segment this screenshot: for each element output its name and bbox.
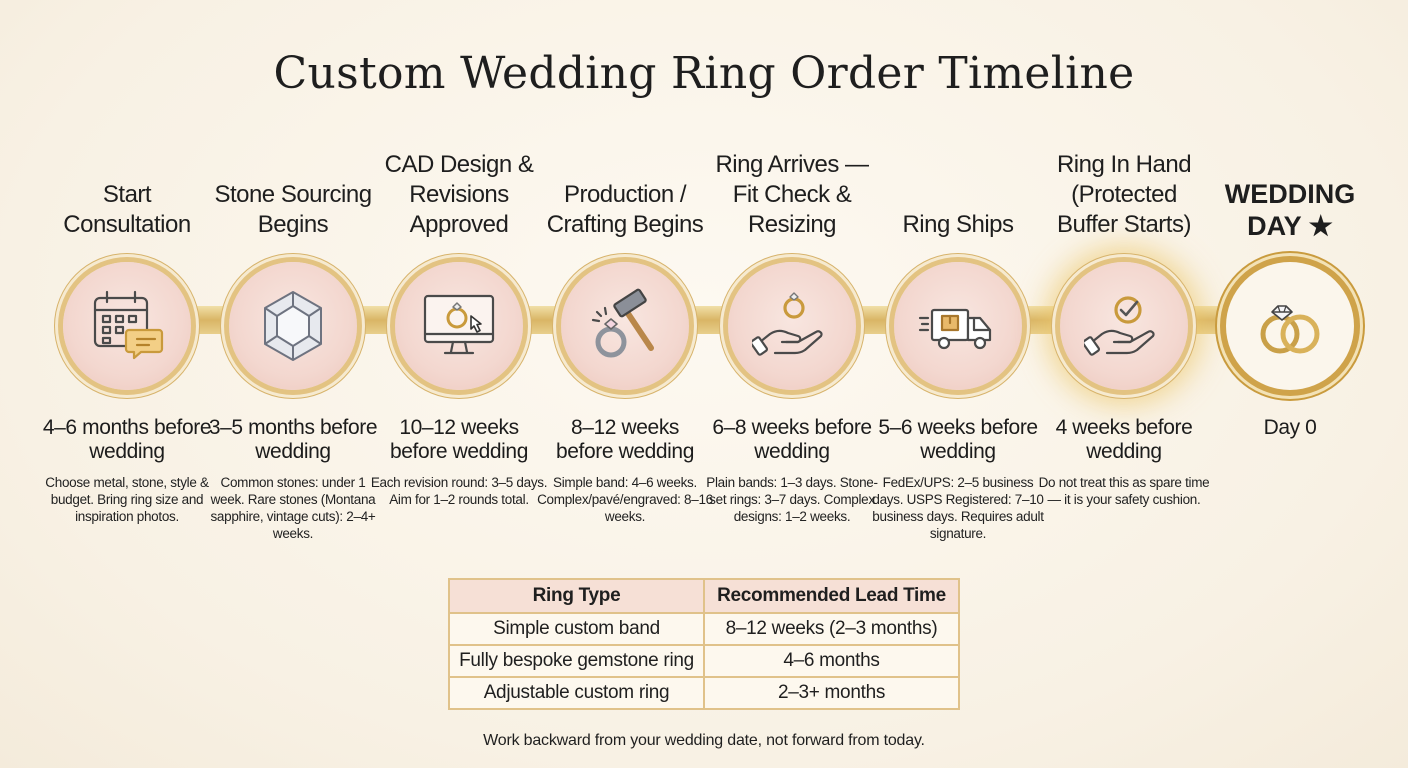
step-timing: 8–12 weeks before wedding xyxy=(555,416,694,463)
step-label: WEDDING DAY ★ xyxy=(1224,179,1356,241)
step-icon-circle xyxy=(395,262,523,390)
table-cell: 4–6 months xyxy=(703,644,960,678)
table-row: Fully bespoke gemstone ring 4–6 months xyxy=(448,644,960,678)
page-title: Custom Wedding Ring Order Timeline xyxy=(273,48,1135,99)
step-timing: 3–5 months before wedding xyxy=(208,416,378,463)
step-description: FedEx/UPS: 2–5 business days. USPS Regis… xyxy=(872,475,1044,541)
wedding-rings-icon xyxy=(1260,305,1320,354)
table-row: Simple custom band 8–12 weeks (2–3 month… xyxy=(448,612,960,646)
table-row: Adjustable custom ring 2–3+ months xyxy=(448,676,960,710)
step-description: Simple band: 4–6 weeks. Complex/pavé/eng… xyxy=(537,475,713,524)
lead-time-table: Ring Type Recommended Lead Time Simple c… xyxy=(448,578,960,710)
table-cell: 8–12 weeks (2–3 months) xyxy=(703,612,960,646)
step-icon-circle xyxy=(561,262,689,390)
table-header: Recommended Lead Time xyxy=(703,578,960,614)
step-icon-circle xyxy=(1226,262,1354,390)
step-timing: 4 weeks before wedding xyxy=(1055,416,1193,463)
gemstone-icon xyxy=(264,291,322,361)
monitor-ring-icon xyxy=(423,294,495,355)
step-timing: 5–6 weeks before wedding xyxy=(878,416,1038,463)
step-description: Do not treat this as spare time — it is … xyxy=(1038,475,1210,507)
footnote: Work backward from your wedding date, no… xyxy=(483,732,925,749)
table-cell: Simple custom band xyxy=(448,612,705,646)
table-header: Ring Type xyxy=(448,578,705,614)
hand-check-icon xyxy=(1084,296,1155,356)
step-label: Ring Ships xyxy=(902,211,1014,238)
step-description: Plain bands: 1–3 days. Stone-set rings: … xyxy=(706,475,878,524)
table-cell: Fully bespoke gemstone ring xyxy=(448,644,705,678)
step-icon-circle xyxy=(1060,262,1188,390)
step-icon-circle xyxy=(229,262,357,390)
step-label: Stone Sourcing Begins xyxy=(214,181,372,238)
table-cell: Adjustable custom ring xyxy=(448,676,705,710)
step-label: Production / Crafting Begins xyxy=(546,181,704,238)
step-description: Each revision round: 3–5 days. Aim for 1… xyxy=(370,475,548,507)
step-label: Ring In Hand (Protected Buffer Starts) xyxy=(1056,151,1192,238)
step-description: Common stones: under 1 week. Rare stones… xyxy=(210,475,376,541)
step-icon-circle xyxy=(728,262,856,390)
calendar-chat-icon xyxy=(93,290,164,360)
step-label: CAD Design & Revisions Approved xyxy=(384,151,534,238)
hand-ring-icon xyxy=(752,292,823,356)
step-timing: 6–8 weeks before wedding xyxy=(712,416,872,463)
table-header-row: Ring Type Recommended Lead Time xyxy=(448,578,960,614)
step-label: Ring Arrives — Fit Check & Resizing xyxy=(715,151,869,238)
step-timing: 4–6 months before wedding xyxy=(42,416,212,463)
step-icon-circle xyxy=(63,262,191,390)
step-description: Choose metal, stone, style & budget. Bri… xyxy=(45,475,209,524)
delivery-truck-icon xyxy=(918,308,992,350)
step-icon-circle xyxy=(894,262,1022,390)
step-label: Start Consultation xyxy=(63,181,191,238)
step-timing: Day 0 xyxy=(1263,416,1317,439)
step-timing: 10–12 weeks before wedding xyxy=(389,416,528,463)
table-cell: 2–3+ months xyxy=(703,676,960,710)
hammer-ring-icon xyxy=(591,288,654,358)
